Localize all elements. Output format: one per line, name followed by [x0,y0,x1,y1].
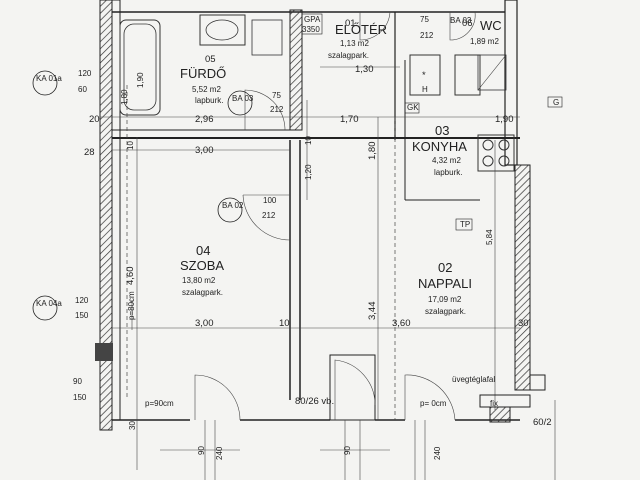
room-konyha: 03 KONYHA 4,32 m2 lapburk. [412,123,467,177]
door-height: 212 [262,211,276,220]
room-area: 5,52 m2 [192,85,221,94]
door-code: BA 03 [232,94,254,103]
room-name: SZOBA [180,258,224,273]
svg-text:3,44: 3,44 [367,302,378,321]
svg-text:1,80: 1,80 [120,89,129,105]
gpa-label: GPA [304,15,321,24]
svg-text:30: 30 [128,421,137,430]
room-fürdő: 05 FÜRDŐ 5,52 m2 lapburk. [180,54,226,105]
lintel-label: 80/26 vb. [295,396,334,407]
room-name: WC [480,18,502,33]
sill-label: p=90cm [145,399,174,408]
room-wc: 06 WC 1,89 m2 [462,18,502,46]
tp-label: TP [460,220,470,229]
room-name: KONYHA [412,139,467,154]
room-number: 02 [438,260,452,275]
room-area: 1,13 m2 [340,39,369,48]
window-width: 120 [75,296,89,305]
door-width: 100 [263,196,277,205]
room-area: 1,89 m2 [470,37,499,46]
room-floor: lapburk. [434,168,462,177]
door-height: 212 [270,105,284,114]
gk-label: GK [407,103,419,112]
room-number: 04 [196,243,210,258]
svg-text:20: 20 [89,114,100,125]
door-code: BA 03 [450,16,472,25]
door-swings [194,11,476,421]
fix-label: fix [490,399,498,408]
window-tag-ka01a: KA 01a 120 60 [32,69,92,96]
door-width: 75 [272,91,281,100]
room-szoba: 04 SZOBA 13,80 m2 szalagpark. [180,243,224,297]
room-floor: szalagpark. [182,288,223,297]
room-area: 17,09 m2 [428,295,462,304]
svg-text:10: 10 [304,136,313,145]
svg-text:3,60: 3,60 [392,318,411,329]
door-height: 212 [420,31,434,40]
window-width: 120 [78,69,92,78]
svg-text:150: 150 [73,393,87,402]
room-floor: lapburk. [195,96,223,105]
door-width: 75 [420,15,429,24]
svg-text:3,00: 3,00 [195,318,214,329]
svg-text:30: 30 [518,318,529,329]
asterisk-symbol: * [422,70,426,81]
gpa-value: 3350 [302,25,320,34]
svg-text:90: 90 [197,446,206,455]
door-code: BA 02 [222,201,244,210]
glass-block-wall [479,374,546,423]
window-tag-ka04a: KA 04a 120 150 [32,295,89,321]
dimension-lines [100,66,556,480]
svg-text:1,70: 1,70 [340,114,359,125]
room-number: 01 [345,18,356,29]
sill-label: p= 0cm [420,399,447,408]
svg-text:90: 90 [73,377,82,386]
room-floor: szalagpark. [425,307,466,316]
svg-text:60/2: 60/2 [533,417,552,428]
sill-label: p=80cm [127,291,136,320]
room-name: NAPPALI [418,276,472,291]
svg-text:10: 10 [279,318,290,329]
svg-text:1,30: 1,30 [355,64,374,75]
svg-text:240: 240 [433,446,442,460]
svg-text:2,96: 2,96 [195,114,214,125]
room-area: 13,80 m2 [182,276,216,285]
room-number: 05 [205,54,216,65]
room-number: 03 [435,123,449,138]
window-height: 150 [75,311,89,320]
svg-text:28: 28 [84,147,95,158]
window-height: 60 [78,85,87,94]
door-tag-ba03-wc: BA 03 75 212 [420,15,472,40]
room-name: FÜRDŐ [180,66,226,81]
h-label: H [422,85,428,94]
room-nappali: 02 NAPPALI 17,09 m2 szalagpark. [418,260,472,316]
svg-text:1,90: 1,90 [495,114,514,125]
room-name: ELŐTÉR [335,22,387,37]
door-tag-ba02-room: BA 02 100 212 [217,196,277,223]
svg-text:90: 90 [343,446,352,455]
door-tag-ba03-bath: BA 03 75 212 [227,90,284,116]
walls [95,0,531,431]
g-label: G [553,98,559,107]
fixtures [119,14,515,172]
svg-text:10: 10 [126,141,135,150]
svg-text:4,60: 4,60 [125,267,136,286]
dimension-labels: 2,96 1,70 1,90 1,30 3,00 3,00 3,60 20 28… [84,64,529,430]
svg-text:1,80: 1,80 [367,142,378,161]
room-area: 4,32 m2 [432,156,461,165]
svg-text:5,84: 5,84 [485,229,494,245]
room-number: 06 [462,18,473,29]
svg-text:1,90: 1,90 [136,72,145,88]
window-code: KA 04a [36,299,62,308]
svg-text:1,20: 1,20 [304,164,313,180]
room-floor: szalagpark. [328,51,369,60]
room-előtér: 01 ELŐTÉR 1,13 m2 szalagpark. [328,18,387,60]
glass-wall-label: üvegtéglafal [452,375,495,384]
window-code: KA 01a [36,74,62,83]
svg-text:240: 240 [215,446,224,460]
svg-text:3,00: 3,00 [195,145,214,156]
annotations: GPA 3350 GK TP * H G p=80cm p=90cm p= 0c… [73,13,563,460]
